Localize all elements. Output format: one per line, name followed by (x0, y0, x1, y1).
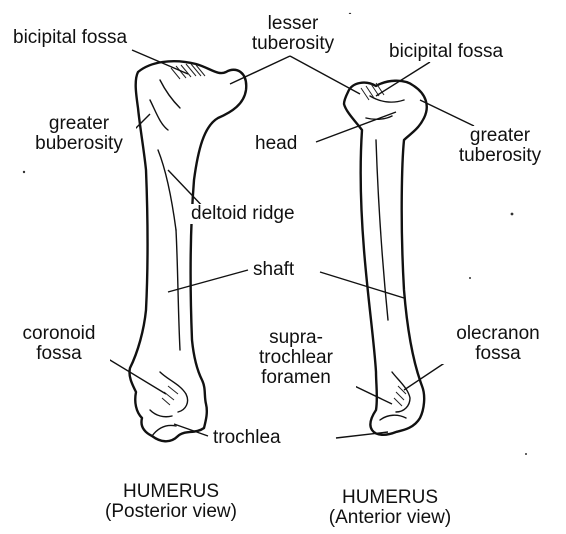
humerus-anterior-bone (344, 81, 427, 435)
caption-posterior-view: HUMERUS (Posterior view) (70, 482, 272, 522)
posterior-bone-outline (129, 61, 246, 441)
label-bicipital-fossa-right: bicipital fossa (388, 42, 504, 62)
label-bicipital-fossa-left: bicipital fossa (12, 28, 128, 48)
label-deltoid-ridge: deltoid ridge (190, 204, 296, 224)
label-shaft: shaft (252, 260, 295, 280)
label-head: head (254, 134, 298, 154)
caption-anterior-view: HUMERUS (Anterior view) (294, 488, 486, 528)
label-trochlea: trochlea (212, 428, 282, 448)
label-greater-tuberosity: greater tuberosity (444, 126, 556, 166)
label-coronoid-fossa: coronoid fossa (8, 324, 110, 364)
label-lesser-tuberosity: lesser tuberosity (232, 14, 354, 54)
leader-lesser-tuberosity-right (290, 56, 360, 94)
leader-greater-tuberosity (420, 100, 474, 126)
label-olecranon-fossa: olecranon fossa (440, 324, 556, 364)
anterior-bone-outline (344, 81, 427, 435)
label-supratrochlear-foramen: supra- trochlear foramen (236, 328, 356, 388)
scan-specks (23, 13, 527, 455)
label-greater-buberosity: greater buberosity (22, 114, 136, 154)
humerus-posterior-bone (129, 61, 246, 441)
